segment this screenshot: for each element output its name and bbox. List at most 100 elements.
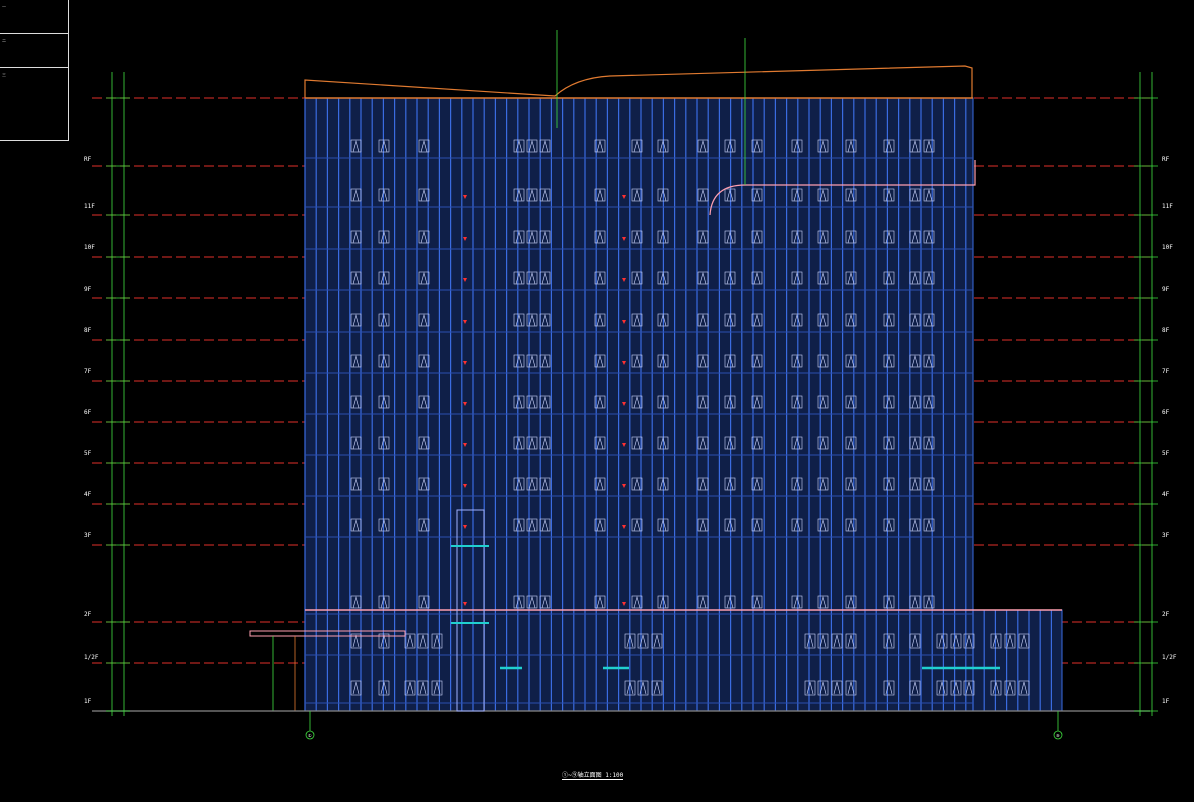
window-mark: [515, 354, 523, 368]
window-mark: [633, 271, 641, 285]
window-mark: [633, 139, 641, 153]
floor-label-text: 1/2F: [1162, 654, 1177, 661]
window-mark: [380, 271, 388, 285]
window-mark: [352, 139, 360, 153]
window-mark: [528, 477, 536, 491]
legend-row: 三: [2, 72, 6, 77]
window-mark: [528, 518, 536, 532]
window-mark: [1020, 681, 1028, 695]
window-mark: [753, 395, 761, 409]
window-mark: [515, 313, 523, 327]
window: [624, 680, 636, 696]
window-mark: [819, 354, 827, 368]
window-mark: [541, 230, 549, 244]
window-mark: [633, 395, 641, 409]
floor-label-text: 4F: [84, 491, 92, 498]
window-mark: [726, 354, 734, 368]
window-mark: [633, 477, 641, 491]
floor-label-text: 2F: [84, 611, 92, 618]
window-mark: [793, 313, 801, 327]
window: [845, 680, 857, 696]
window-mark: [419, 634, 427, 648]
marker: [622, 484, 626, 488]
window-mark: [885, 271, 893, 285]
floor-label-text: 5F: [1162, 450, 1170, 457]
window-mark: [925, 271, 933, 285]
window-mark: [626, 681, 634, 695]
floor-label-text: 6F: [1162, 409, 1170, 416]
window: [431, 680, 443, 696]
window-mark: [911, 395, 919, 409]
window-mark: [753, 230, 761, 244]
window-mark: [528, 595, 536, 609]
window-mark: [596, 230, 604, 244]
window-mark: [925, 188, 933, 202]
window-mark: [420, 230, 428, 244]
marker: [463, 525, 467, 529]
window-mark: [515, 595, 523, 609]
window-mark: [541, 518, 549, 532]
axis-label-left: ①: [308, 733, 312, 738]
floor-label: 8F: [1162, 328, 1169, 334]
window-mark: [528, 271, 536, 285]
marker: [463, 443, 467, 447]
window-mark: [541, 477, 549, 491]
window-mark: [911, 271, 919, 285]
window-mark: [653, 681, 661, 695]
window: [651, 633, 663, 649]
window-mark: [1020, 634, 1028, 648]
window-mark: [633, 230, 641, 244]
window-mark: [885, 681, 893, 695]
window-mark: [833, 681, 841, 695]
window: [624, 633, 636, 649]
window-mark: [992, 681, 1000, 695]
window-mark: [633, 595, 641, 609]
window-mark: [992, 634, 1000, 648]
window-mark: [420, 188, 428, 202]
window-mark: [847, 395, 855, 409]
marker: [622, 320, 626, 324]
window: [1018, 680, 1030, 696]
window-mark: [911, 230, 919, 244]
floor-label: 1F: [84, 699, 91, 705]
window-mark: [659, 230, 667, 244]
window-mark: [419, 681, 427, 695]
window-mark: [885, 518, 893, 532]
marker: [622, 278, 626, 282]
window-mark: [596, 395, 604, 409]
window-mark: [819, 139, 827, 153]
window-mark: [515, 518, 523, 532]
window-mark: [885, 139, 893, 153]
window-mark: [753, 436, 761, 450]
window-mark: [420, 395, 428, 409]
window-mark: [528, 395, 536, 409]
window: [804, 633, 816, 649]
window-mark: [633, 188, 641, 202]
window-mark: [659, 395, 667, 409]
window: [963, 680, 975, 696]
floor-label-text: 1F: [1162, 698, 1170, 705]
window-mark: [352, 634, 360, 648]
floor-label-text: 7F: [1162, 368, 1170, 375]
window-mark: [833, 634, 841, 648]
floor-label-text: 11F: [1162, 203, 1173, 210]
window: [637, 680, 649, 696]
window-mark: [847, 188, 855, 202]
floor-label-text: 2F: [1162, 611, 1170, 618]
window: [431, 633, 443, 649]
window-mark: [925, 518, 933, 532]
window-mark: [380, 634, 388, 648]
marker: [622, 361, 626, 365]
window-mark: [819, 230, 827, 244]
window-mark: [847, 477, 855, 491]
window: [909, 680, 921, 696]
window-mark: [699, 313, 707, 327]
window-mark: [528, 188, 536, 202]
window: [417, 633, 429, 649]
window-mark: [699, 436, 707, 450]
window: [936, 680, 948, 696]
floor-label-text: 3F: [1162, 532, 1170, 539]
window-mark: [420, 595, 428, 609]
window-mark: [633, 354, 641, 368]
window-mark: [847, 436, 855, 450]
